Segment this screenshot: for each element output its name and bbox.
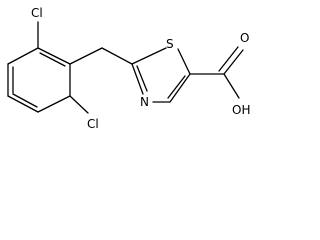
benzene-ring — [7, 47, 71, 113]
ch2-to-thiazole-bond — [101, 47, 133, 65]
c5-c4-bond — [169, 73, 191, 103]
ring-bond — [7, 47, 39, 65]
oxygen-label: O — [240, 31, 249, 45]
c-o-double-bond — [223, 49, 244, 75]
c2-s-bond — [131, 47, 167, 65]
c-o-double-bond-second — [218, 46, 239, 72]
sulfur-label: S — [166, 37, 174, 51]
c-oh-bond — [223, 73, 240, 99]
ring-double-bond — [12, 93, 38, 108]
nitrogen-label: N — [140, 95, 149, 109]
n-c2-bond — [131, 63, 144, 95]
s-c5-bond — [177, 48, 191, 75]
ring-bond — [7, 95, 39, 113]
chlorine-label-bottom: Cl — [87, 117, 99, 131]
thiazole-ring — [131, 47, 191, 103]
structure-diagram: Cl Cl S N O OH — [7, 6, 250, 131]
n-c2-double-bond — [136, 65, 148, 92]
ring-to-ch2-bond — [69, 47, 103, 65]
ring-bond — [37, 47, 71, 65]
ring-double-bond — [39, 52, 66, 67]
chlorine-label-top: Cl — [31, 6, 43, 20]
c-cl-bond-bottom — [69, 95, 89, 114]
hydroxyl-label: OH — [232, 103, 250, 117]
c5-c4-double-bond — [167, 75, 186, 99]
ring-bond — [37, 95, 71, 113]
